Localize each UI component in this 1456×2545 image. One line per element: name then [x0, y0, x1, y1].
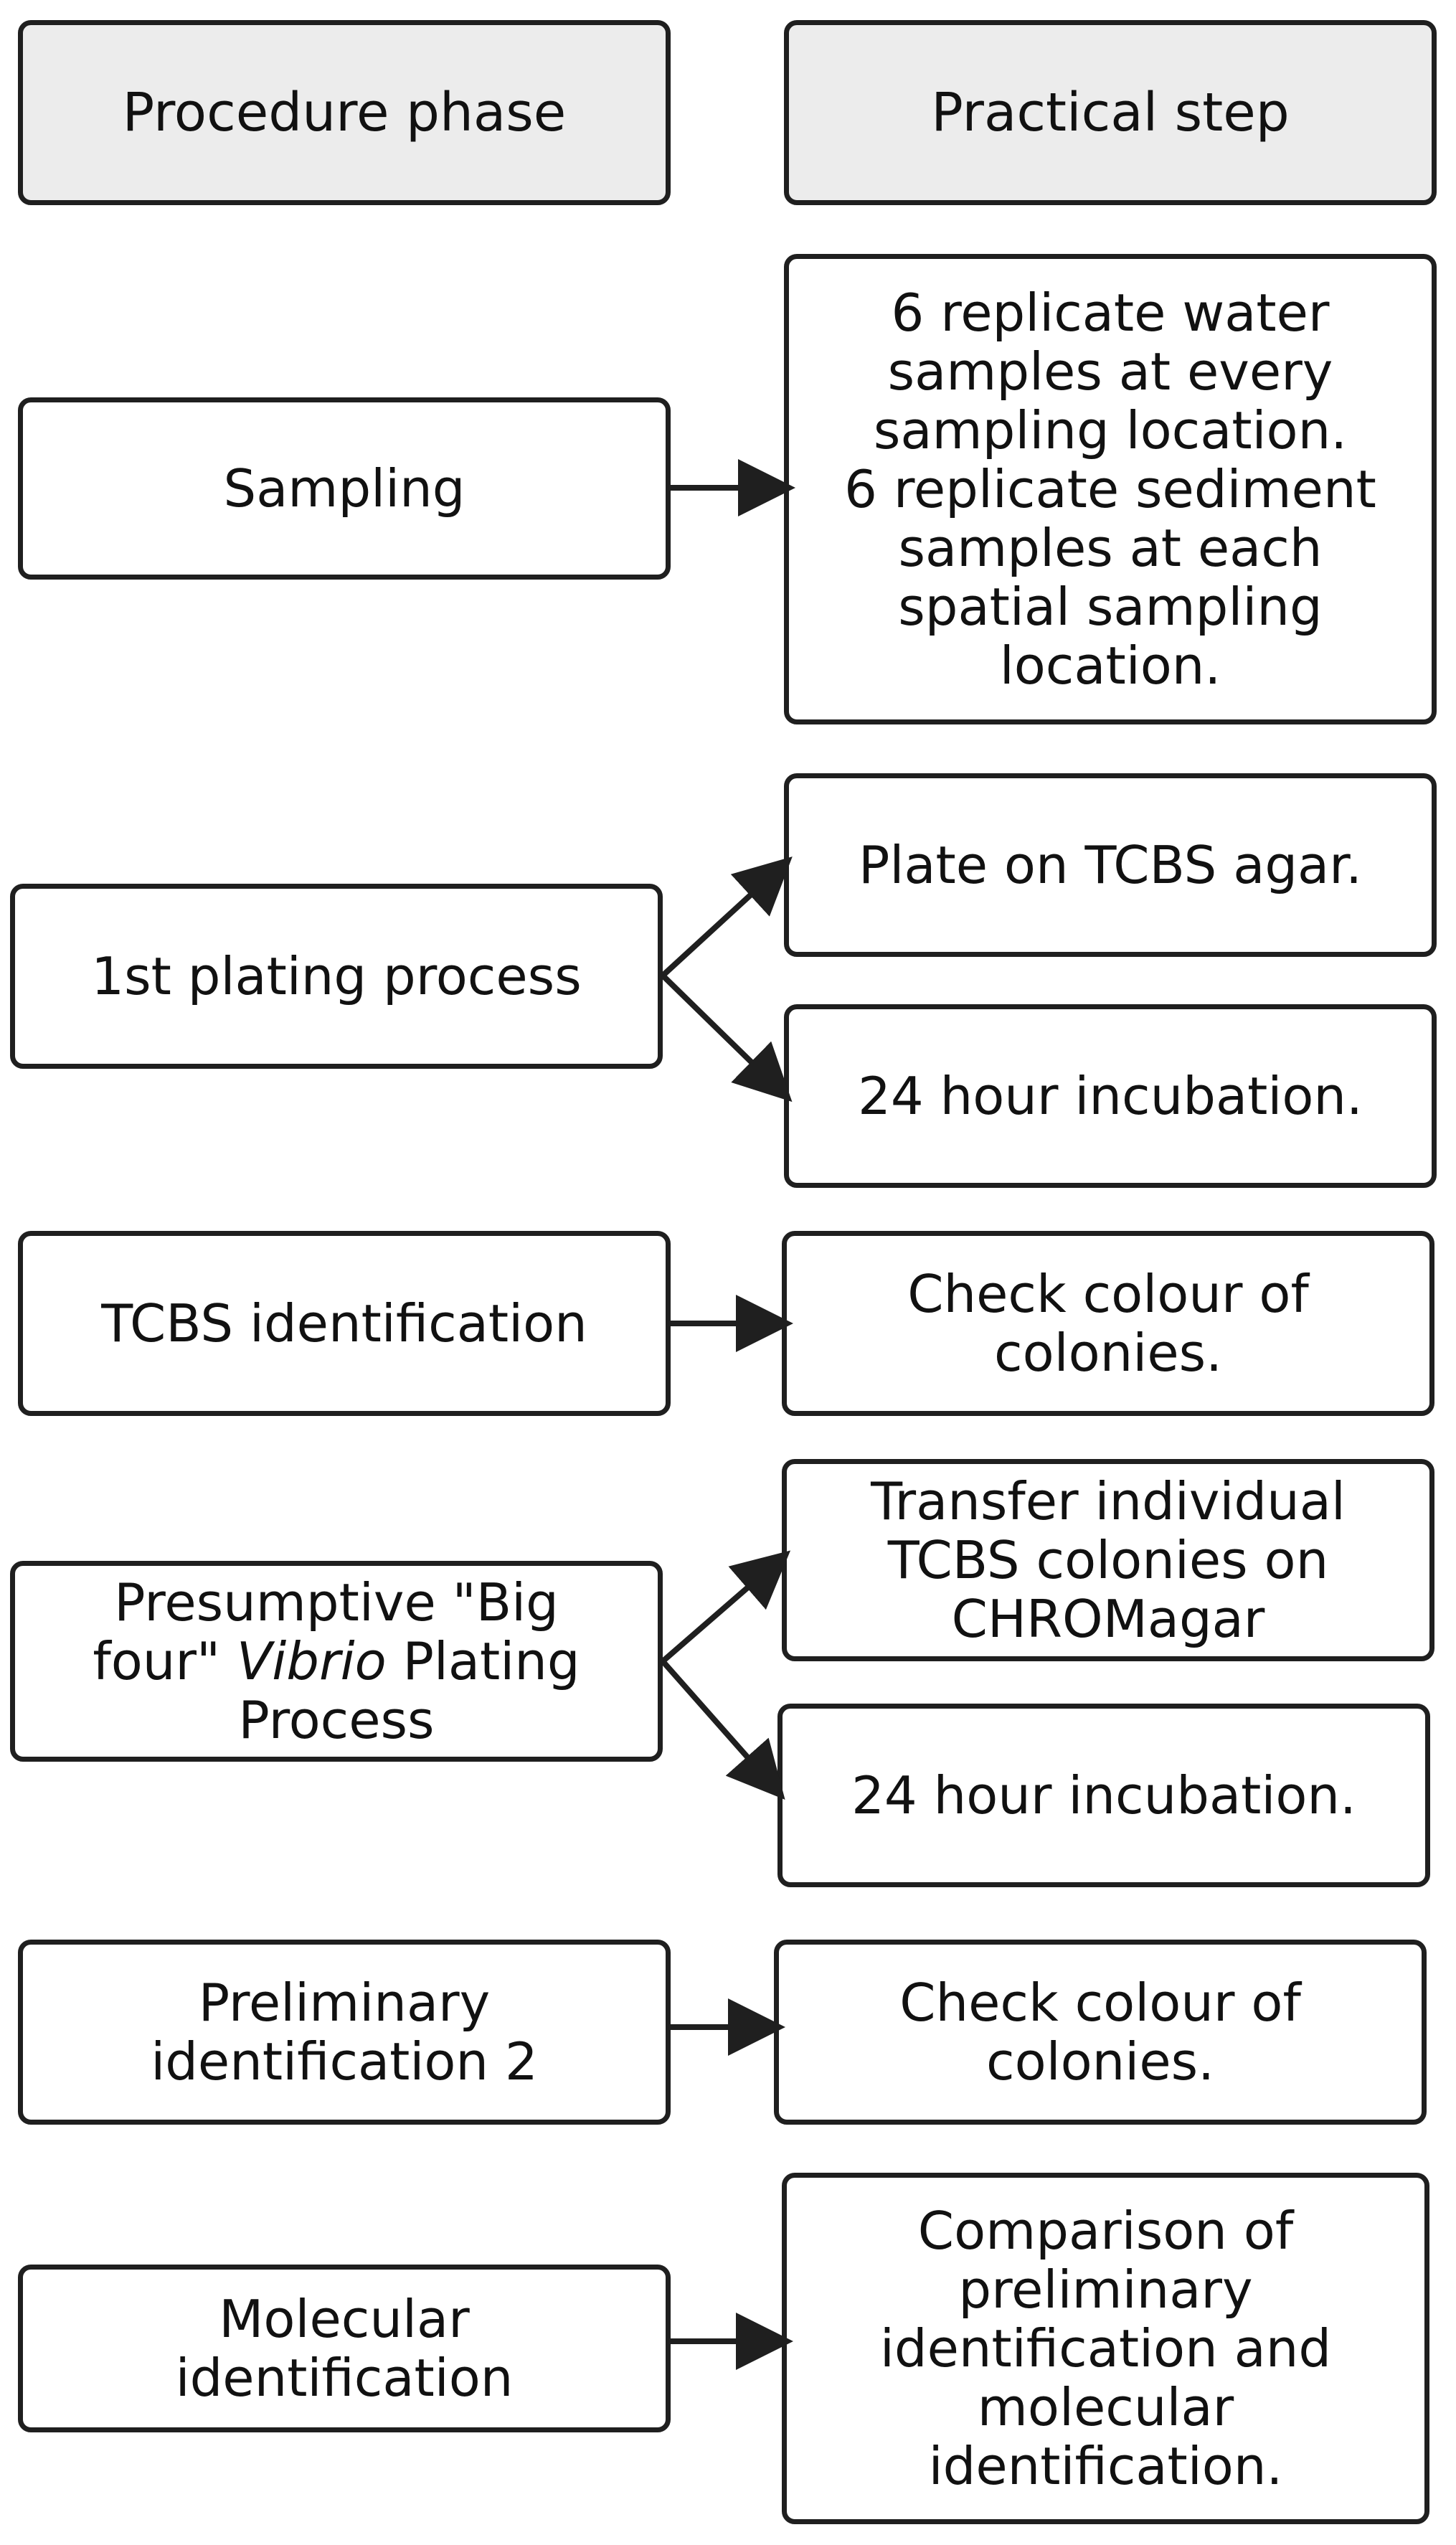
step-comparison-identification: Comparison of preliminary identification… [782, 2173, 1429, 2524]
step-24h-incubation-1: 24 hour incubation. [784, 1004, 1437, 1188]
step-transfer-chromagar: Transfer individual TCBS colonies on CHR… [782, 1459, 1434, 1661]
step-transfer-chromagar-label: Transfer individual TCBS colonies on CHR… [871, 1471, 1346, 1649]
step-replicate-samples-label: 6 replicate water samples at every sampl… [844, 283, 1376, 696]
step-comparison-identification-label: Comparison of preliminary identification… [879, 2201, 1332, 2496]
step-plate-tcbs-agar-label: Plate on TCBS agar. [858, 835, 1363, 895]
arrow-plating-to-incubation [661, 973, 793, 1102]
procedure-phase-header: Procedure phase [18, 20, 671, 205]
phase-presumptive-vibrio-plating: Presumptive "Big four" Vibrio Plating Pr… [10, 1561, 663, 1762]
phase-presumptive-pre: Presumptive "Big four" [93, 1572, 559, 1691]
practical-step-header: Practical step [784, 20, 1437, 205]
arrow-presumptive-to-incubation [661, 1659, 785, 1800]
step-check-colour-1: Check colour of colonies. [782, 1231, 1434, 1416]
step-check-colour-1-label: Check colour of colonies. [907, 1264, 1309, 1383]
phase-preliminary-identification-2: Preliminary identification 2 [18, 1940, 671, 2125]
step-replicate-samples: 6 replicate water samples at every sampl… [784, 254, 1437, 724]
phase-sampling: Sampling [18, 397, 671, 580]
phase-1st-plating: 1st plating process [10, 884, 663, 1069]
procedure-phase-header-label: Procedure phase [122, 82, 567, 143]
phase-presumptive-post: Plating Process [238, 1631, 580, 1750]
practical-step-header-label: Practical step [931, 82, 1290, 143]
phase-sampling-label: Sampling [223, 458, 465, 519]
step-plate-tcbs-agar: Plate on TCBS agar. [784, 773, 1437, 957]
phase-molecular-identification-label: Molecular identification [175, 2289, 514, 2408]
phase-preliminary-identification-2-label: Preliminary identification 2 [151, 1973, 538, 2092]
step-24h-incubation-2-label: 24 hour incubation. [851, 1765, 1356, 1826]
phase-molecular-identification: Molecular identification [18, 2265, 671, 2432]
phase-presumptive-italic: Vibrio [237, 1631, 387, 1691]
phase-tcbs-identification: TCBS identification [18, 1231, 671, 1416]
arrow-plating-to-plate [661, 856, 793, 978]
step-24h-incubation-2: 24 hour incubation. [777, 1704, 1430, 1887]
phase-tcbs-identification-label: TCBS identification [101, 1293, 587, 1354]
step-check-colour-2: Check colour of colonies. [774, 1940, 1427, 2125]
step-check-colour-2-label: Check colour of colonies. [899, 1973, 1301, 2092]
phase-1st-plating-label: 1st plating process [91, 946, 582, 1006]
step-24h-incubation-1-label: 24 hour incubation. [858, 1066, 1363, 1126]
arrow-presumptive-to-transfer [661, 1550, 791, 1664]
phase-presumptive-vibrio-plating-label: Presumptive "Big four" Vibrio Plating Pr… [93, 1573, 580, 1750]
